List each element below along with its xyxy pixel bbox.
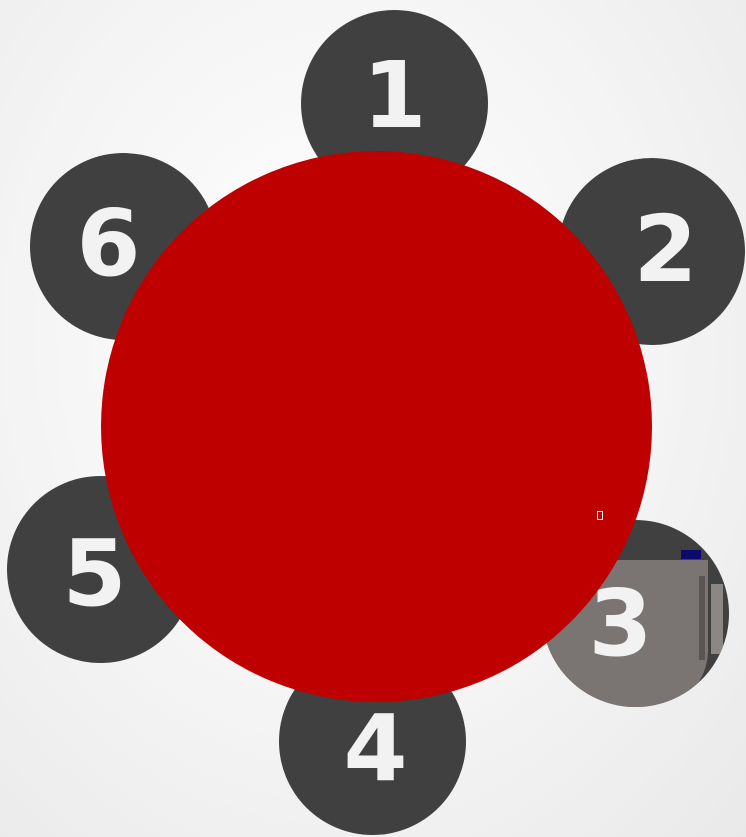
satellite-label-6: 6 bbox=[76, 198, 140, 290]
overlay-chip bbox=[681, 550, 701, 559]
hub-small-marker bbox=[597, 511, 603, 520]
central-hub-circle bbox=[101, 151, 652, 702]
satellite-label-5: 5 bbox=[62, 528, 126, 620]
satellite-label-3: 3 bbox=[588, 578, 652, 670]
overlay-bar bbox=[711, 584, 723, 654]
overlay-bar-dark bbox=[699, 576, 705, 660]
satellite-label-2: 2 bbox=[633, 204, 697, 296]
satellite-label-1: 1 bbox=[362, 50, 426, 142]
satellite-label-4: 4 bbox=[343, 703, 407, 795]
